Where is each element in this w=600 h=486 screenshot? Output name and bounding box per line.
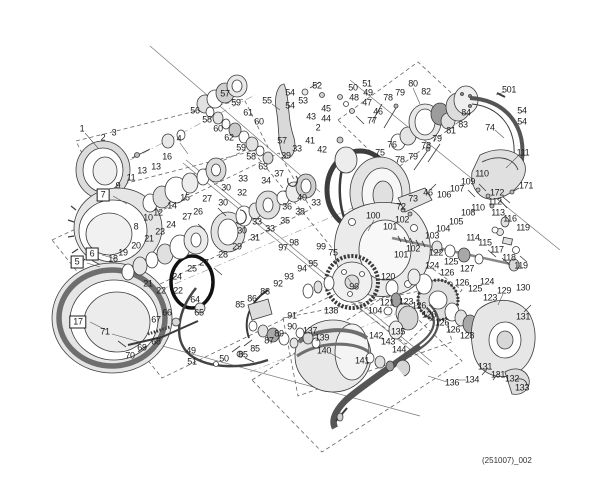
spool-washer-chain	[121, 207, 246, 281]
worm-shaft	[391, 228, 528, 272]
drag-plate-stack	[390, 85, 479, 151]
side-body-129	[470, 299, 536, 395]
reel-body	[302, 202, 431, 310]
spool-drum	[294, 319, 411, 393]
rotor-nut-assembly	[75, 74, 248, 200]
document-id: (251007)_002	[482, 456, 532, 465]
line-roller-parts	[177, 287, 299, 368]
handle-assembly	[330, 303, 440, 430]
antireverse-washer-chain	[205, 106, 274, 165]
guard-plate-73	[397, 183, 437, 217]
kick-lever-parts	[117, 302, 255, 367]
clutch-gear-cluster	[235, 173, 317, 227]
spool-skirt	[51, 262, 173, 374]
right-screw-cluster	[467, 183, 515, 266]
kick-lever-55	[275, 81, 325, 159]
small-screws-top	[337, 94, 441, 171]
side-cover-111	[471, 149, 526, 209]
leader-lines	[84, 87, 519, 383]
